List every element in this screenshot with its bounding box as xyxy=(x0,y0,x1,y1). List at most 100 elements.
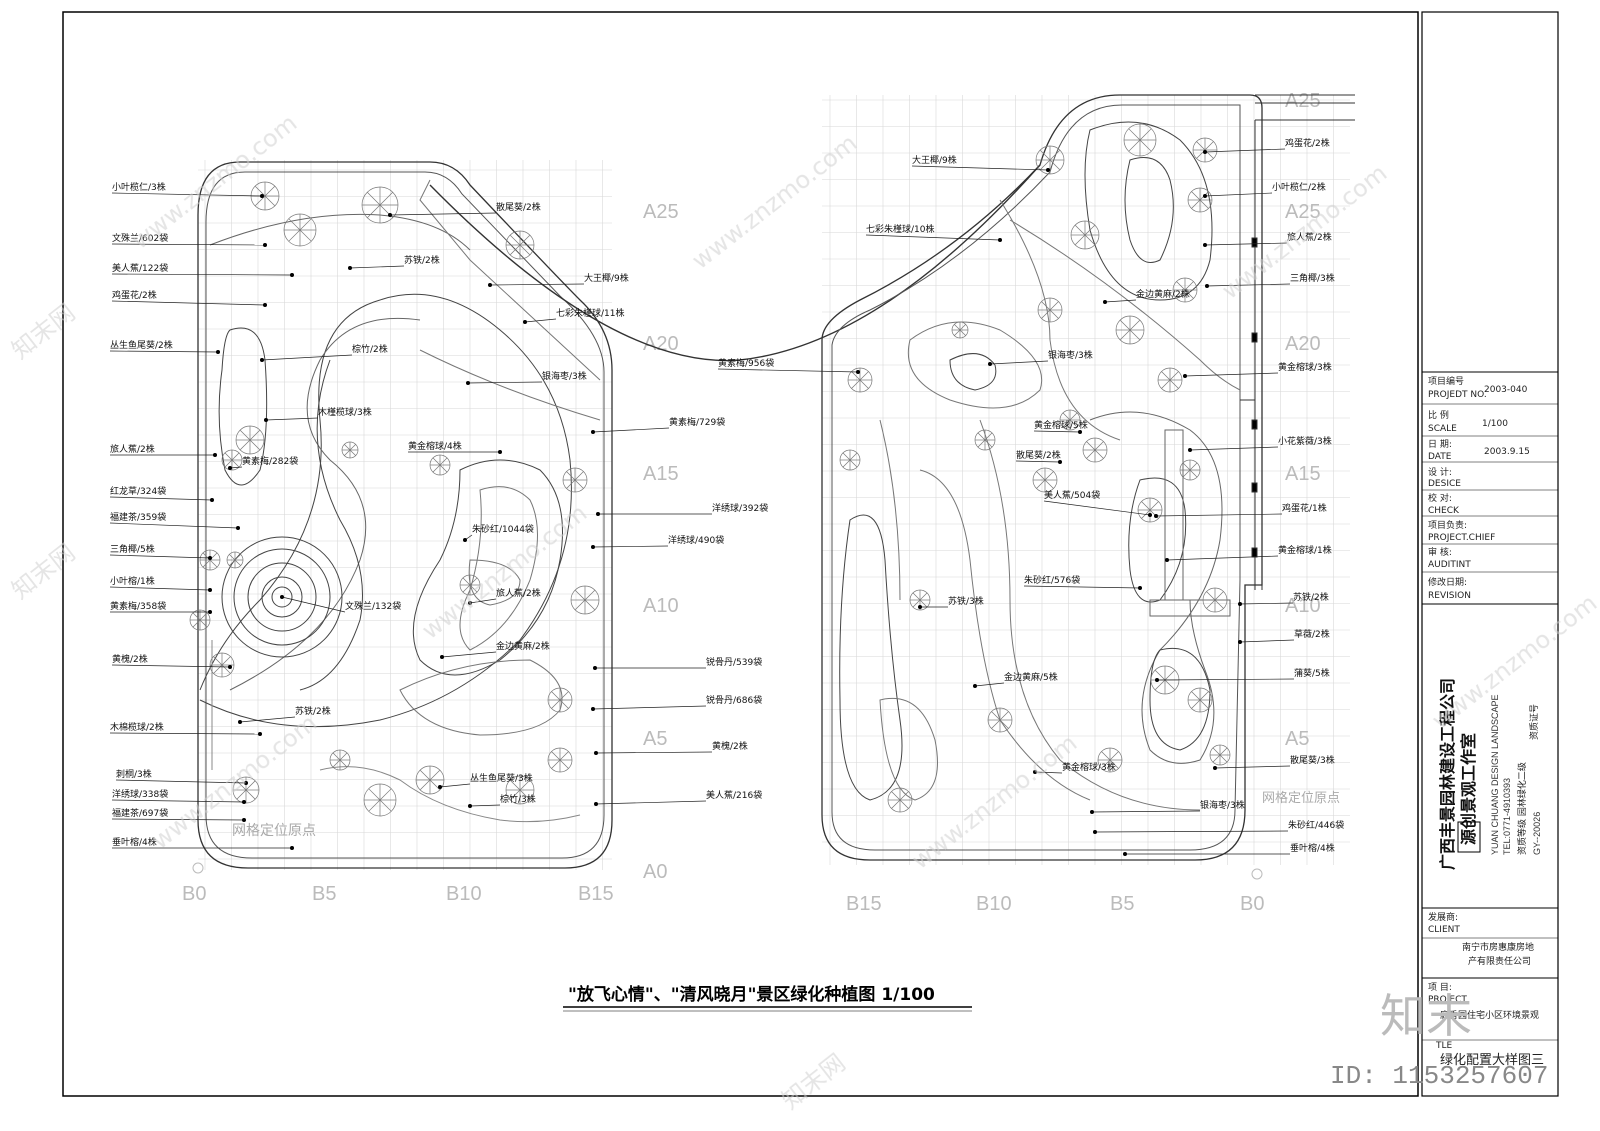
plant-label: 红龙草/324袋 xyxy=(110,485,166,497)
plant-label: 小叶榄仁/2株 xyxy=(1272,181,1326,193)
right-tree-symbols xyxy=(839,123,1231,813)
plant-label: 苏铁/2株 xyxy=(404,254,440,266)
drawing-frame xyxy=(62,11,1419,1097)
plant-label: 美人蕉/504袋 xyxy=(1044,489,1100,501)
grid-col-label: B15 xyxy=(578,883,614,905)
chief-en: PROJECT.CHIEF xyxy=(1428,533,1495,543)
revision-en: REVISION xyxy=(1428,591,1471,601)
audit-label: 审 核: xyxy=(1428,546,1452,558)
watermark-site: 知末网 xyxy=(776,1048,850,1114)
company-name: 广西丰景园林建设工程公司 xyxy=(1438,678,1457,870)
plant-label: 小花紫薇/3株 xyxy=(1278,435,1332,447)
left-tree-symbols xyxy=(189,181,600,817)
plant-label: 黄金榕球/4株 xyxy=(408,440,462,452)
central-arc xyxy=(429,164,1041,362)
title-block-frame xyxy=(1421,11,1559,1097)
date-value: 2003.9.15 xyxy=(1484,447,1530,457)
plant-label: 散尾葵/2株 xyxy=(1016,449,1061,461)
plant-label: 文殊兰/602袋 xyxy=(112,232,168,244)
project-no: 2003-040 xyxy=(1484,385,1528,395)
plant-label: 散尾葵/2株 xyxy=(496,201,541,213)
plant-label: 美人蕉/122袋 xyxy=(112,262,168,274)
plant-label: 草薇/2株 xyxy=(1294,628,1330,640)
plant-label: 福建茶/359袋 xyxy=(110,511,166,523)
plant-label: 小叶榄仁/3株 xyxy=(112,181,166,193)
watermark-site: 知末网 xyxy=(6,298,80,364)
plant-label: 锐骨丹/686袋 xyxy=(706,694,762,706)
plant-label: 金边黄麻/2株 xyxy=(496,640,550,652)
plant-label: 木棉榄球/2株 xyxy=(110,721,164,733)
plant-label: 黄槐/2株 xyxy=(112,653,148,665)
plant-label: 文殊兰/132袋 xyxy=(345,600,401,612)
plant-label: 黄金榕球/5株 xyxy=(1034,419,1088,431)
plant-label: 洋绣球/392袋 xyxy=(712,502,768,514)
plant-label: 金边黄麻/2株 xyxy=(1136,288,1190,300)
audit-en: AUDITINT xyxy=(1428,560,1471,570)
plant-label: 旅人蕉/2株 xyxy=(110,443,155,455)
design-en: DESICE xyxy=(1428,479,1461,489)
scale-value: 1/100 xyxy=(1482,419,1508,429)
plant-label: 小叶榕/1株 xyxy=(110,575,155,587)
grid-col-label: B5 xyxy=(1110,893,1134,915)
plant-label: 垂叶榕/4株 xyxy=(1290,842,1335,854)
grid-row-label: A20 xyxy=(1285,333,1321,355)
grid-origin-label-left: 网格定位原点 xyxy=(232,823,316,839)
plant-label: 朱砂红/576袋 xyxy=(1024,574,1080,586)
watermark-url: www.znzmo.com xyxy=(1426,589,1600,735)
watermarks: www.znzmo.com 知末网 www.znzmo.com www.znzm… xyxy=(6,109,1600,1115)
left-garden-plan xyxy=(197,161,613,869)
company-code: GY--20026 xyxy=(1532,812,1542,855)
plant-label: 苏铁/2株 xyxy=(295,705,331,717)
grid-labels-left: A25 A20 A15 A10 A5 A0 xyxy=(643,201,679,883)
check-label: 校 对: xyxy=(1428,492,1452,504)
plant-label: 蒲葵/5株 xyxy=(1294,667,1330,679)
plant-label: 福建茶/697袋 xyxy=(112,807,168,819)
plant-label: 刺桐/3株 xyxy=(116,768,152,780)
brand-logo: 知末 xyxy=(1380,989,1472,1043)
plant-label: 棕竹/3株 xyxy=(500,793,536,805)
plant-label: 朱砂红/446袋 xyxy=(1288,819,1344,831)
watermark-url: www.znzmo.com xyxy=(686,129,862,275)
grid-row-label: A25 xyxy=(1285,201,1321,223)
plant-label: 苏铁/3株 xyxy=(948,595,984,607)
company-grade: 资质等级 园林绿化二级 xyxy=(1516,762,1528,855)
grid-row-label: A15 xyxy=(1285,463,1321,485)
plant-label: 垂叶榕/4株 xyxy=(112,836,157,848)
company-tel: TEL:0771-4910393 xyxy=(1502,778,1512,855)
plant-label: 散尾葵/3株 xyxy=(1290,754,1335,766)
plant-label: 黄素梅/358袋 xyxy=(110,600,166,612)
grid-row-label: A0 xyxy=(643,861,667,883)
plant-label: 黄金榕球/1株 xyxy=(1278,544,1332,556)
grid-col-label: B0 xyxy=(1240,893,1264,915)
drawing-title: "放飞心情"、"清风晓月"景区绿化种植图 1/100 xyxy=(568,984,935,1005)
plant-label: 黄槐/2株 xyxy=(712,740,748,752)
grid-col-label: B10 xyxy=(976,893,1012,915)
client-en: CLIENT xyxy=(1428,925,1460,935)
plant-label: 大王椰/9株 xyxy=(584,272,629,284)
plant-labels: 小叶榄仁/3株文殊兰/602袋美人蕉/122袋鸡蛋花/2株丛生鱼尾葵/2株旅人蕉… xyxy=(109,137,1344,856)
company-cert: 资质证号 xyxy=(1528,704,1540,740)
title-block: 项目编号 PROJEDT NO. 2003-040 比 例 SCALE 1/10… xyxy=(1422,371,1558,1068)
project-name: 庭香园住宅小区环境景观 xyxy=(1440,1009,1539,1021)
plant-label: 丛生鱼尾葵/2株 xyxy=(110,339,173,351)
plant-label: 三角椰/3株 xyxy=(1290,272,1335,284)
client-name-2: 产有限责任公司 xyxy=(1468,955,1531,967)
company-studio: 源创景观工作室 xyxy=(1459,733,1478,845)
project-en: PROJECT xyxy=(1428,995,1467,1005)
date-label: 日 期: xyxy=(1428,439,1452,450)
building-wall xyxy=(1240,94,1355,590)
plant-label: 美人蕉/216袋 xyxy=(706,789,762,801)
grid-row-label: A10 xyxy=(643,595,679,617)
grid-col-labels: B0 B5 B10 B15 B15 B10 B5 B0 xyxy=(182,862,1264,915)
plant-label: 黄素梅/282袋 xyxy=(242,455,298,467)
date-en: DATE xyxy=(1428,452,1452,462)
plant-label: 洋绣球/338袋 xyxy=(112,788,168,800)
scale-en: SCALE xyxy=(1428,424,1457,434)
grid-row-label: A10 xyxy=(1285,595,1321,617)
plant-label: 七彩朱槿球/11株 xyxy=(556,307,625,319)
company-en: YUAN CHUANG DESIGN LANDSCAPE xyxy=(1490,694,1500,855)
plant-label: 七彩朱槿球/10株 xyxy=(866,223,935,235)
plant-label: 银海枣/3株 xyxy=(542,370,587,382)
grid-col-label: B5 xyxy=(312,883,336,905)
